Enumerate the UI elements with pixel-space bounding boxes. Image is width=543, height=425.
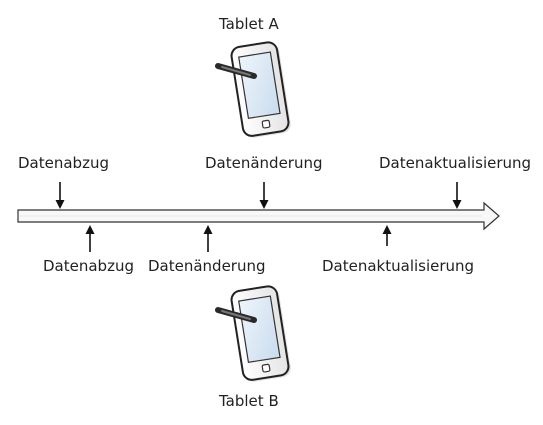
tablet-b-label: Tablet B [219, 392, 279, 410]
stylus-a-icon [215, 63, 257, 79]
bottom-event-arrow-1 [85, 225, 95, 252]
top-event-label-3: Datenaktualisierung [379, 154, 532, 172]
top-event-arrow-1 [55, 182, 65, 209]
bottom-event-label-1: Datenabzug [43, 257, 134, 275]
tablet-a-icon [230, 41, 291, 138]
stylus-b-icon [215, 307, 257, 323]
bottom-event-arrow-3 [382, 225, 392, 246]
bottom-event-label-2: Datenänderung [148, 257, 266, 275]
bottom-event-arrow-2 [203, 225, 213, 252]
top-event-arrow-2 [259, 182, 269, 209]
tablet-b-icon [230, 285, 291, 382]
tablet-a-label: Tablet A [219, 15, 279, 33]
bottom-event-label-3: Datenaktualisierung [322, 257, 475, 275]
top-event-arrow-3 [452, 182, 462, 209]
timeline-arrow [17, 201, 500, 231]
top-event-label-2: Datenänderung [205, 154, 323, 172]
top-event-label-1: Datenabzug [18, 154, 109, 172]
